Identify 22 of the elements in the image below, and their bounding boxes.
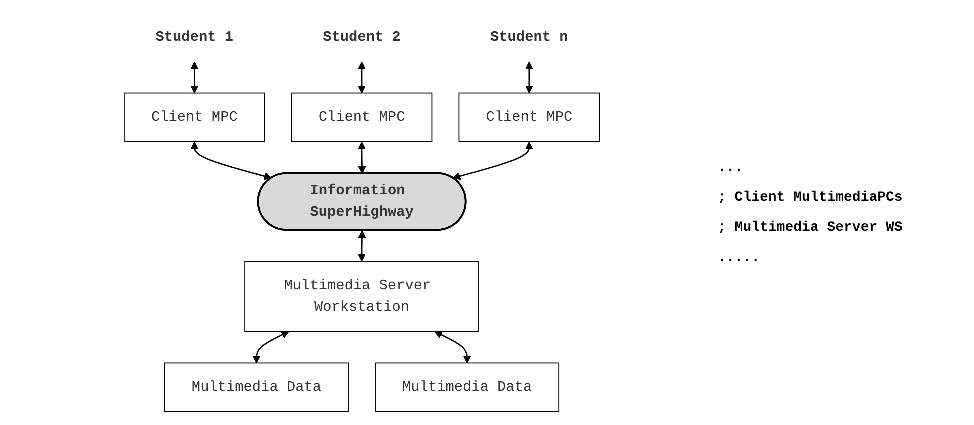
node-box: Multimedia Server Workstation [244, 261, 480, 332]
node-box: Client MPC [124, 92, 266, 142]
note-text: ; Multimedia Server WS [718, 220, 904, 236]
arrow [190, 142, 272, 180]
arrow [525, 62, 534, 94]
node-box: Client MPC [458, 92, 600, 142]
node-text: Student 2 [323, 29, 401, 46]
node-box: Multimedia Data [164, 362, 349, 412]
arrow [358, 142, 366, 174]
arrow [190, 62, 199, 94]
arrow [252, 331, 290, 364]
node-text: Student n [490, 29, 568, 46]
note-text: ..... [718, 250, 762, 266]
note-text: ... [718, 160, 744, 176]
node-text: Student 1 [156, 29, 234, 46]
arrow [358, 62, 366, 94]
arrow [452, 142, 534, 180]
node-box: Client MPC [291, 92, 433, 142]
arrow [358, 230, 366, 262]
arrow [434, 331, 472, 364]
note-text: ; Client MultimediaPCs [718, 190, 904, 206]
node-box: Multimedia Data [375, 362, 560, 412]
